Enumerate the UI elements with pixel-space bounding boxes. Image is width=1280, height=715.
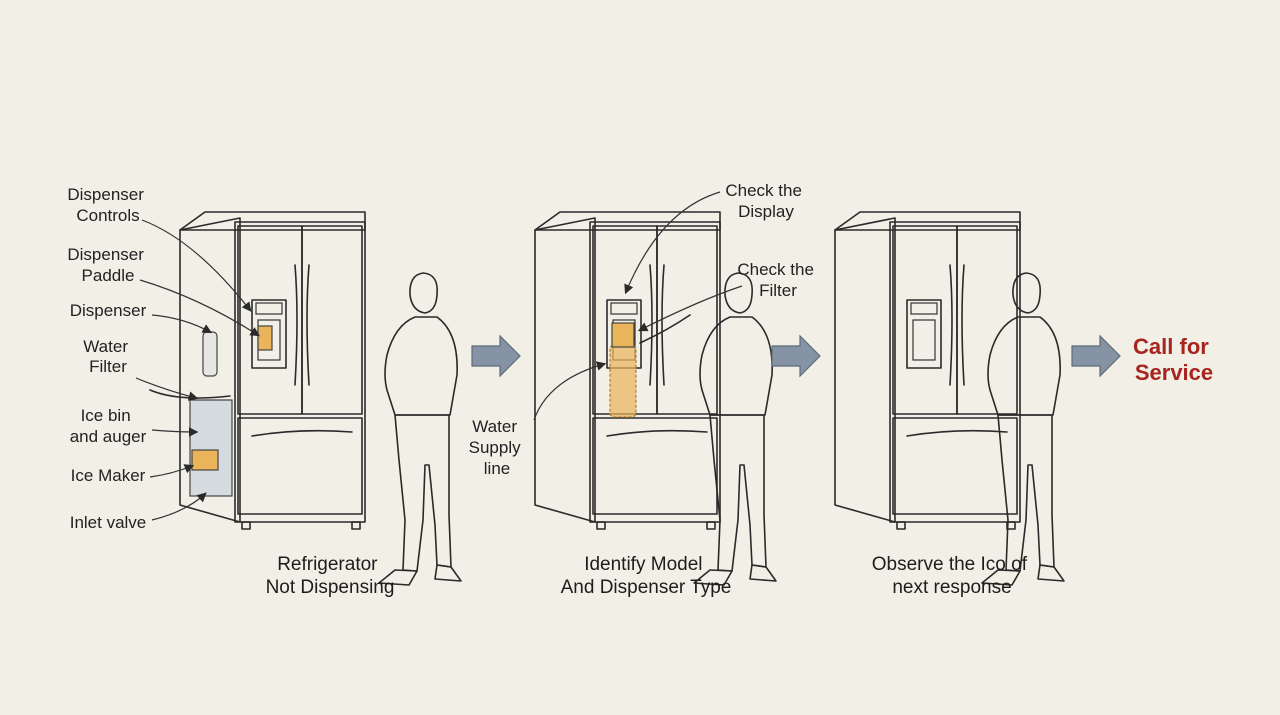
panel-3-observe: Observe the Ico of next response [834,211,1065,598]
dispenser-paddle [257,325,273,351]
callout-inlet-valve: Inlet valve [70,513,147,532]
panel-2-caption: Identify Model And Dispenser Type [561,554,732,598]
callout-check-display: Check the Display [725,181,806,221]
ice-bin [189,399,233,497]
panel-1-refrigerator: Dispenser Controls Dispenser Paddle Disp… [67,185,462,598]
callout-water-filter: Water Filter [83,337,132,376]
flow-arrow-3 [1071,335,1121,377]
callout-check-filter: Check the Filter [737,260,818,300]
panel-3-caption: Observe the Ico of next response [872,554,1033,598]
callout-ice-maker: Ice Maker [71,466,146,485]
panel-1-caption: Refrigerator Not Dispensing [266,554,395,598]
flow-arrow-2 [771,335,821,377]
panel-2-identify-model: Check the Display Check the Filter Water… [469,181,818,598]
water-supply-line-highlight [609,344,637,418]
water-filter [202,331,218,377]
callout-ice-bin-auger: Ice bin and auger [70,406,147,446]
ice-maker [191,449,219,471]
water-line [149,389,231,399]
flow-arrow-1 [471,335,521,377]
pointing-arm [639,314,691,344]
callout-dispenser-paddle: Dispenser Paddle [67,245,148,285]
callout-water-supply-line: Water Supply line [469,417,526,478]
call-for-service-label: Call for Service [1133,334,1215,385]
callout-dispenser: Dispenser [70,301,147,320]
callout-dispenser-controls: Dispenser Controls [67,185,148,225]
dispenser-paddle-highlight [611,322,635,348]
